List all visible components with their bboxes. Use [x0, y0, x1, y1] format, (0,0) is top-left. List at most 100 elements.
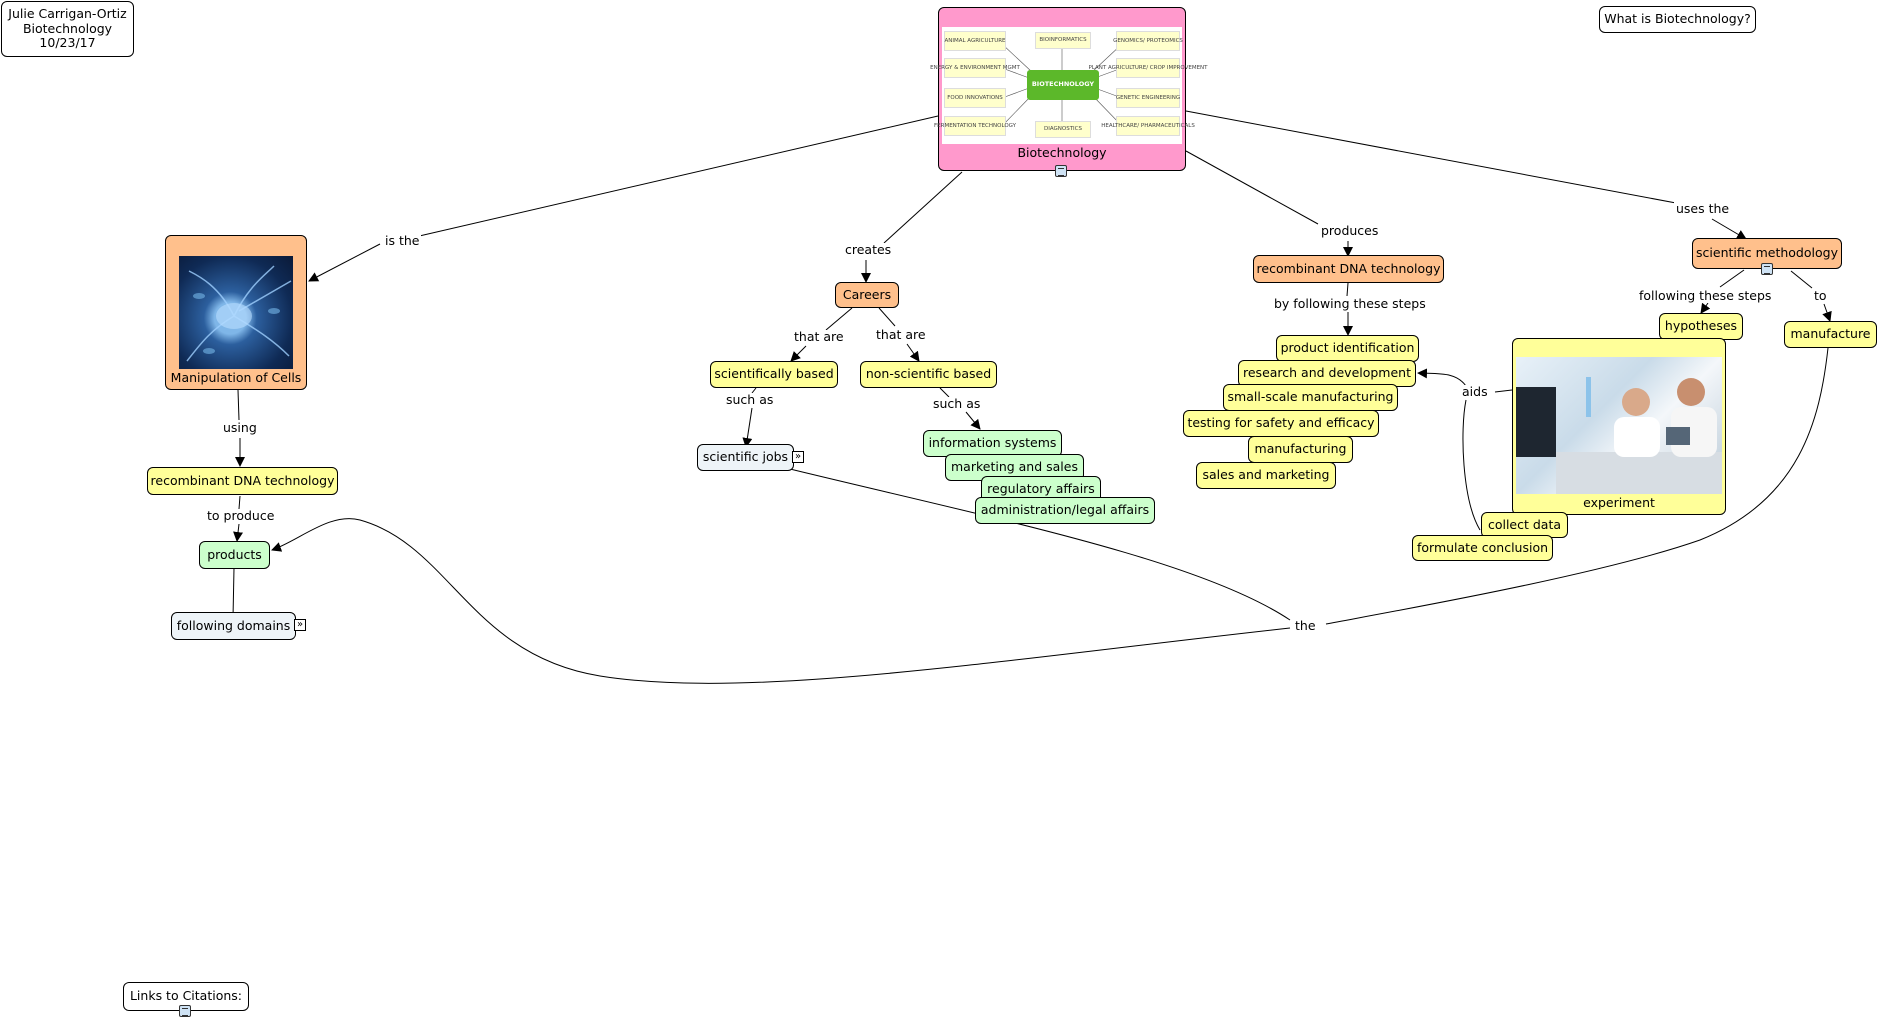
mini-left-1: ANIMAL AGRICULTURE [944, 31, 1006, 51]
node-small-scale[interactable]: small-scale manufacturing [1223, 384, 1398, 411]
node-scientifically-based[interactable]: scientifically based [710, 361, 838, 388]
experiment-image [1516, 357, 1722, 494]
link-to: to [1812, 288, 1829, 303]
following-domains-expand-icon[interactable]: » [294, 619, 306, 631]
root-resource-icon[interactable] [1055, 165, 1067, 177]
scientific-jobs-expand-icon[interactable]: » [792, 451, 804, 463]
link-uses-the: uses the [1674, 201, 1732, 216]
link-by-following: by following these steps [1272, 296, 1428, 311]
link-following-steps: following these steps [1637, 288, 1774, 303]
edge-sm-to [1790, 270, 1813, 289]
edge-formulate-aids [1462, 399, 1481, 531]
node-product-identification[interactable]: product identification [1276, 335, 1419, 362]
scientific-methodology-label: scientific methodology [1696, 245, 1838, 261]
manufacture-label: manufacture [1790, 326, 1871, 342]
question-text: What is Biotechnology? [1604, 11, 1751, 27]
node-rdna-left[interactable]: recombinant DNA technology [147, 467, 338, 495]
mini-top: BIOINFORMATICS [1035, 32, 1091, 49]
link-that-are-1: that are [792, 329, 846, 344]
edge-isthe-manip [308, 243, 381, 282]
edge-root-produces [1185, 150, 1319, 225]
mini-right-2: PLANT AGRICULTURE/ CROP IMPROVEMENT [1088, 58, 1208, 78]
node-following-domains[interactable]: following domains [171, 612, 296, 640]
link-creates: creates [843, 242, 894, 257]
citations-resource-icon[interactable] [179, 1005, 191, 1017]
node-rdna-right[interactable]: recombinant DNA technology [1253, 255, 1444, 283]
cell-image [179, 256, 293, 369]
manufacturing-label: manufacturing [1254, 441, 1347, 457]
node-hypotheses[interactable]: hypotheses [1659, 313, 1743, 340]
sales-marketing-label: sales and marketing [1202, 467, 1330, 483]
node-formulate-conclusion[interactable]: formulate conclusion [1412, 535, 1553, 561]
node-non-scientific-based[interactable]: non-scientific based [860, 361, 997, 388]
edge-usesthe-sm [1711, 218, 1747, 240]
rdna-left-label: recombinant DNA technology [150, 472, 335, 488]
mini-left-4: FERMENTATION TECHNOLOGY [934, 116, 1016, 136]
mini-bottom: DIAGNOSTICS [1035, 121, 1091, 138]
author-name: Julie Carrigan-Ortiz [8, 6, 127, 22]
mini-right-1: GENOMICS/ PROTEOMICS [1113, 31, 1183, 51]
root-node-biotechnology[interactable]: ANIMAL AGRICULTURE ENERGY & ENVIRONMENT … [930, 7, 1208, 171]
formulate-conclusion-label: formulate conclusion [1416, 539, 1549, 555]
link-to-produce: to produce [205, 508, 277, 523]
edge-jobs-the [789, 468, 1291, 621]
regulatory-affairs-label: regulatory affairs [987, 481, 1095, 497]
edge-following-hyp [1700, 302, 1711, 314]
rdna-right-label: recombinant DNA technology [1256, 260, 1441, 276]
scientific-methodology-resource-icon[interactable] [1761, 263, 1773, 275]
edge-careers-thatare2 [878, 307, 896, 327]
edge-nonsci-suchas [939, 387, 950, 398]
edge-toproduce-products [233, 523, 244, 542]
biotech-mini-map: ANIMAL AGRICULTURE ENERGY & ENVIRONMENT … [930, 27, 1208, 144]
mini-left-3: FOOD INNOVATIONS [944, 88, 1006, 108]
edge-manufacture-the [1325, 347, 1829, 625]
node-manufacture[interactable]: manufacture [1784, 321, 1877, 348]
node-careers[interactable]: Careers [835, 282, 899, 308]
question-box[interactable]: What is Biotechnology? [1599, 6, 1756, 33]
scientifically-based-label: scientifically based [714, 366, 834, 382]
edge-to-manufacture [1822, 303, 1832, 322]
edge-the-products [271, 518, 1291, 684]
mini-right-4: HEALTHCARE/ PHARMACEUTICALS [1101, 116, 1195, 136]
author-box: Julie Carrigan-Ortiz Biotechnology 10/23… [1, 1, 134, 57]
following-domains-label: following domains [176, 617, 291, 633]
node-experiment[interactable]: experiment [1512, 338, 1726, 515]
node-information-systems[interactable]: information systems [923, 430, 1062, 457]
edge-careers-thatare1 [825, 307, 853, 331]
edge-manip-using [237, 389, 240, 421]
link-such-as-2: such as [931, 396, 983, 411]
mini-right-3: GENETIC ENGINEERING [1116, 88, 1180, 108]
node-scientific-jobs[interactable]: scientific jobs [697, 444, 794, 471]
link-produces: produces [1319, 223, 1381, 238]
edge-aids-rd [1417, 368, 1467, 387]
edge-products-domains [232, 567, 235, 619]
link-that-are-2: that are [874, 327, 928, 342]
scientific-jobs-label: scientific jobs [702, 449, 789, 465]
node-manipulation-of-cells[interactable]: Manipulation of Cells [165, 235, 307, 390]
edge-sm-following [1719, 269, 1745, 288]
edge-thatare2-nonsci [906, 343, 920, 362]
node-testing[interactable]: testing for safety and efficacy [1183, 410, 1379, 437]
collect-data-label: collect data [1487, 516, 1562, 532]
edge-suchas-jobs [742, 407, 753, 448]
node-sales-marketing[interactable]: sales and marketing [1196, 462, 1336, 489]
citations-text: Links to Citations: [129, 988, 243, 1004]
node-products[interactable]: products [199, 541, 270, 569]
edge-rdna-byfollowing [1346, 282, 1349, 297]
edge-root-creates [883, 171, 963, 244]
link-the: the [1293, 618, 1318, 633]
mini-center: BIOTECHNOLOGY [1027, 70, 1099, 100]
edge-root-isthe [401, 115, 939, 241]
node-manufacturing[interactable]: manufacturing [1248, 436, 1353, 463]
information-systems-label: information systems [928, 435, 1057, 451]
testing-label: testing for safety and efficacy [1187, 415, 1375, 431]
root-label: Biotechnology [1017, 145, 1107, 160]
mini-left-2: ENERGY & ENVIRONMENT MGMT [930, 58, 1020, 78]
research-development-label: research and development [1243, 365, 1411, 381]
edge-thatare1-sci [790, 345, 807, 362]
products-label: products [207, 546, 262, 562]
node-admin-legal[interactable]: administration/legal affairs [975, 497, 1155, 524]
edge-root-usesthe [1185, 110, 1677, 204]
careers-label: Careers [842, 286, 892, 302]
node-research-development[interactable]: research and development [1238, 360, 1416, 387]
